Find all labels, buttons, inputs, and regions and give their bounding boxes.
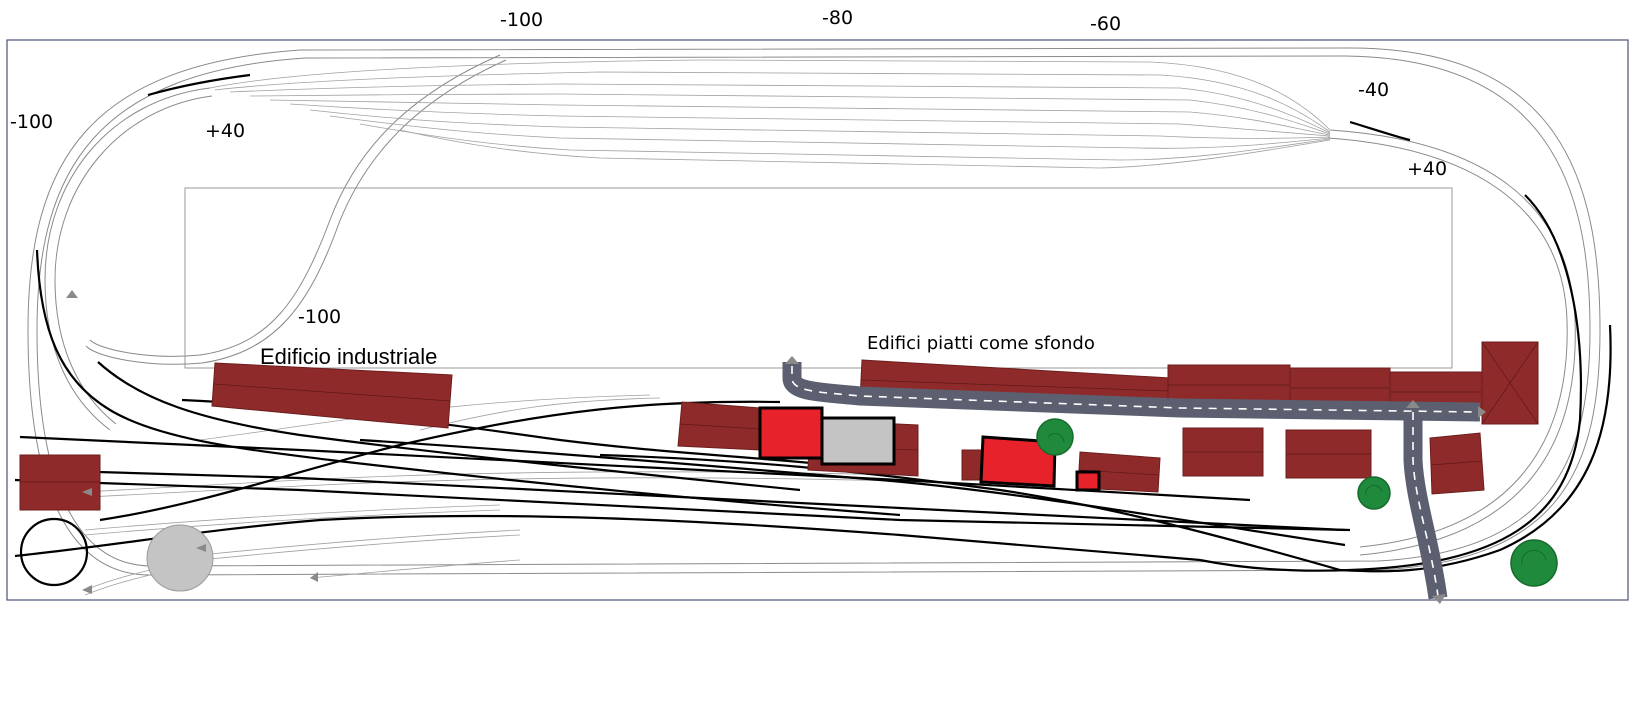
building-industrial <box>211 362 453 429</box>
inner-panel-outline <box>184 187 1453 369</box>
road <box>782 356 1486 604</box>
highlight-building-2 <box>979 435 1057 488</box>
elevation-label: +40 <box>205 120 245 142</box>
highlight-building-1 <box>758 406 824 460</box>
building-left-edge <box>19 454 101 511</box>
tree-icon <box>1357 476 1391 510</box>
building-right-block-1 <box>1182 427 1264 477</box>
track-end-arrows <box>66 290 318 594</box>
building-right-block-3 <box>1429 432 1485 495</box>
tree-icon <box>1036 418 1074 456</box>
elevation-label: -100 <box>500 9 543 31</box>
building-right-block-2 <box>1285 429 1372 479</box>
highlight-building-small <box>1075 470 1101 492</box>
storage-yard-tracks <box>209 59 1331 169</box>
highlight-building-grey <box>820 416 896 466</box>
inner-loop-track <box>44 87 1576 556</box>
label-industrial-building: Edificio industriale <box>260 344 437 369</box>
elevation-label: -80 <box>822 7 853 29</box>
tree-icon <box>1510 539 1558 587</box>
elevation-label: -100 <box>298 306 341 328</box>
planned-black-tracks <box>14 73 1612 573</box>
building-station-left <box>677 401 761 451</box>
elevation-label: -40 <box>1358 79 1389 101</box>
label-background-buildings: Edifici piatti come sfondo <box>867 333 1095 354</box>
turntable <box>146 524 214 592</box>
road-arrow-down <box>1432 594 1446 604</box>
road-arrow-left <box>785 356 799 364</box>
elevation-label: -60 <box>1090 13 1121 35</box>
road-arrow-up <box>1406 400 1420 408</box>
outer-loop-track <box>27 47 1601 576</box>
building-corner-tower <box>1481 341 1539 425</box>
road-arrow-right <box>1478 406 1486 418</box>
ramp-track <box>85 54 507 365</box>
circle-marker <box>19 517 89 587</box>
baseboard-outline <box>6 39 1629 601</box>
elevation-label: +40 <box>1407 158 1447 180</box>
elevation-label: -100 <box>10 111 53 133</box>
